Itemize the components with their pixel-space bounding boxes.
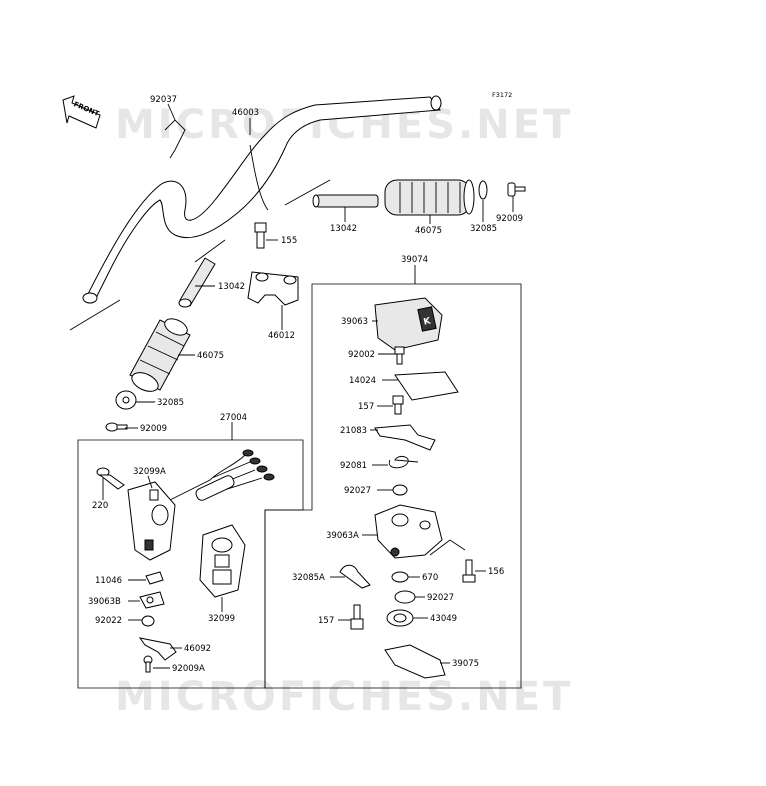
label-32085-left: 32085 [157, 398, 184, 408]
label-13042-top: 13042 [330, 224, 357, 234]
lever-39063B [139, 591, 165, 609]
decal-logo: K [423, 316, 433, 327]
weight-washer-top [478, 180, 488, 200]
label-13042-left: 13042 [218, 282, 245, 292]
label-43049: 43049 [430, 614, 457, 624]
label-39063A: 39063A [326, 531, 359, 541]
screw-92009A [143, 655, 153, 673]
switch-housing-lower [127, 481, 176, 561]
label-220: 220 [92, 501, 108, 511]
label-27004: 27004 [220, 413, 247, 423]
handlebar [82, 95, 442, 304]
screw-top [507, 182, 526, 197]
bolt-156 [462, 559, 476, 583]
lever-cover-39075 [384, 644, 446, 679]
label-92037: 92037 [150, 95, 177, 105]
label-92009A: 92009A [172, 664, 205, 674]
spring-92081 [388, 455, 419, 469]
cable-end-32085A [339, 564, 371, 589]
grip-right [384, 179, 475, 216]
throttle-tube-top [312, 194, 379, 208]
figure-code: F3172 [492, 91, 512, 99]
switch-housing-upper [199, 524, 246, 598]
washer-92027-bottom [394, 590, 416, 604]
label-11046: 11046 [95, 576, 122, 586]
washer-92027-top [392, 484, 408, 496]
label-92027-top: 92027 [344, 486, 371, 496]
label-32085A: 32085A [292, 573, 325, 583]
front-arrow-icon: FRONT [62, 95, 101, 129]
handlebar-holder [247, 271, 299, 306]
switch-wires [169, 449, 275, 501]
bolt-155 [254, 222, 267, 249]
label-92009-top: 92009 [496, 214, 523, 224]
bolt-92002 [394, 346, 405, 365]
throttle-cover-39063: K [374, 297, 443, 351]
plate-21083 [374, 424, 436, 451]
label-46092: 46092 [184, 644, 211, 654]
label-92022: 92022 [95, 616, 122, 626]
label-92009-left: 92009 [140, 424, 167, 434]
label-92081: 92081 [340, 461, 367, 471]
label-46012: 46012 [268, 331, 295, 341]
label-21083: 21083 [340, 426, 367, 436]
label-39074: 39074 [401, 255, 428, 265]
label-92027-bottom: 92027 [427, 593, 454, 603]
label-39075: 39075 [452, 659, 479, 669]
leader-lines [102, 103, 514, 669]
label-32099: 32099 [208, 614, 235, 624]
label-46003: 46003 [232, 108, 259, 118]
label-32099A: 32099A [133, 467, 166, 477]
washer-92022 [141, 615, 155, 627]
gasket-14024 [394, 371, 459, 401]
lever-46092 [138, 637, 177, 661]
part-labels: 92037 46003 13042 46075 32085 92009 155 … [88, 95, 523, 674]
throttle-housing-39063A [374, 504, 443, 559]
label-670: 670 [422, 573, 438, 583]
wire-clamp [164, 119, 186, 159]
watermark-bottom: MICROFICHES.NET [115, 674, 573, 720]
bolt-220 [96, 467, 125, 490]
label-46075-left: 46075 [197, 351, 224, 361]
label-39063B: 39063B [88, 597, 121, 607]
label-14024: 14024 [349, 376, 376, 386]
label-46075-top: 46075 [415, 226, 442, 236]
bolt-157-bottom [350, 604, 364, 630]
throttle-tube-left [178, 257, 216, 308]
label-156: 156 [488, 567, 504, 577]
o-ring-670 [391, 571, 409, 583]
grip-left [129, 318, 191, 392]
bolt-157-top [392, 395, 404, 415]
label-39063: 39063 [341, 317, 368, 327]
label-157-bottom: 157 [318, 616, 334, 626]
assembly-box-39074 [264, 283, 522, 689]
label-155: 155 [281, 236, 297, 246]
label-157-top: 157 [358, 402, 374, 412]
label-92002: 92002 [348, 350, 375, 360]
plate-11046 [145, 571, 164, 585]
label-32085-top: 32085 [470, 224, 497, 234]
screw-left [105, 422, 128, 432]
